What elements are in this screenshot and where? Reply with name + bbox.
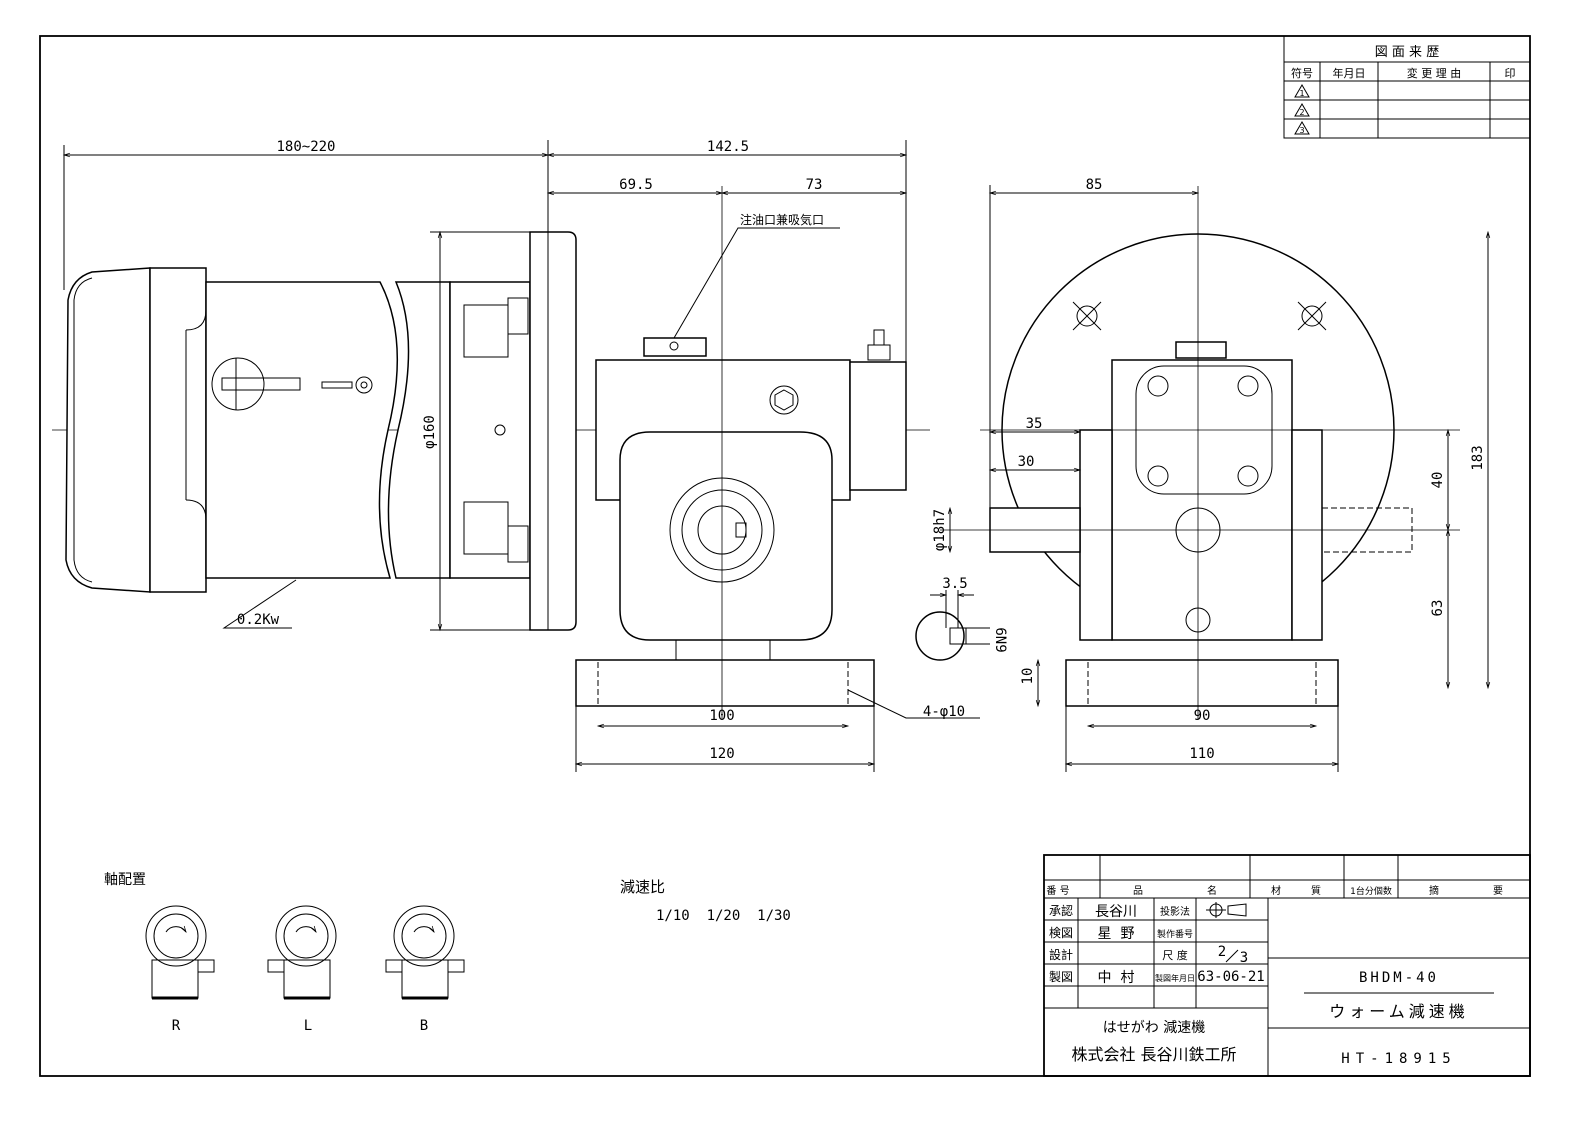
col-qty: 1台分個数 — [1350, 885, 1392, 897]
svg-text:3: 3 — [1299, 126, 1304, 135]
dim-right-half: 73 — [806, 177, 823, 193]
dim-base-outer: 120 — [709, 746, 734, 762]
title-block: 番 号 品 名 材 質 1台分個数 摘 要 承認 長谷川 投影法 検図 星 野 … — [1043, 854, 1531, 1077]
terminal-bar — [221, 377, 301, 391]
brand-name: はせがわ 減速機 — [1103, 1019, 1205, 1036]
company-name: 株式会社 長谷川鉄工所 — [1071, 1045, 1236, 1064]
draft-label: 製図 — [1049, 970, 1073, 984]
sheet-border — [39, 35, 1531, 1077]
approve-label: 承認 — [1049, 903, 1073, 918]
oil-port-note: 注油口兼吸気口 — [740, 212, 824, 227]
approve-name: 長谷川 — [1095, 904, 1137, 920]
design-label: 設計 — [1049, 947, 1073, 962]
rev-header-date: 年月日 — [1333, 66, 1366, 80]
arrangement-label-b: B — [420, 1018, 428, 1034]
model-number: BHDM-40 — [1359, 970, 1439, 986]
front-base — [575, 659, 875, 707]
col-remark-2: 要 — [1493, 885, 1503, 897]
product-name: ウォーム減速機 — [1329, 1002, 1469, 1021]
motor-body — [205, 281, 398, 579]
keyway-detail: 3.5 6N9 — [915, 576, 1008, 661]
dim-height-183: 183 — [1470, 445, 1486, 470]
shaft-arrangement: 軸配置 R L B — [104, 872, 465, 1034]
revision-triangle-1 — [1294, 84, 1310, 98]
side-view — [940, 186, 1460, 720]
col-remark: 摘 — [1429, 884, 1439, 897]
flange-hole-left — [1076, 305, 1098, 327]
arrangement-label-l: L — [304, 1018, 312, 1034]
power-note: 0.2Kw — [237, 612, 280, 628]
draft-name: 中 村 — [1098, 970, 1135, 986]
col-quality: 質 — [1311, 884, 1321, 897]
dim-motor-length: 180~220 — [276, 139, 335, 155]
scale-num: 2 — [1218, 944, 1226, 960]
ratio-values: 1/10 1/20 1/30 — [656, 908, 791, 924]
date-label: 製図年月日 — [1155, 973, 1195, 983]
col-number: 番 号 — [1046, 885, 1069, 897]
adapter-housing — [449, 281, 531, 579]
revision-title: 図 面 来 歴 — [1375, 45, 1439, 60]
ratio-title: 減速比 — [620, 878, 665, 896]
projection-symbol-icon — [1206, 902, 1247, 918]
side-oil-plug — [1175, 341, 1227, 359]
scale-den: 3 — [1240, 950, 1248, 966]
dim-side-base-inner: 90 — [1194, 708, 1211, 724]
motor-body-right — [387, 281, 451, 579]
scale-label: 尺 度 — [1162, 948, 1188, 962]
vent-plug — [769, 385, 799, 415]
arrangement-L — [267, 905, 337, 1000]
rev-header-reason: 変 更 理 由 — [1407, 66, 1462, 80]
prod-no-label: 製作番号 — [1157, 928, 1193, 940]
revision-triangle-3 — [1294, 121, 1310, 135]
dim-side-top: 85 — [1086, 177, 1103, 193]
arrangement-B — [385, 905, 465, 1000]
motor-end-cap — [65, 267, 151, 593]
check-name: 星 野 — [1098, 926, 1135, 942]
oil-plug — [643, 337, 707, 357]
col-product: 品 — [1133, 885, 1143, 897]
gearbox-output-boss — [849, 361, 907, 491]
revision-triangle-2 — [1294, 103, 1310, 117]
dim-left-half: 69.5 — [619, 177, 653, 193]
revision-table: 図 面 来 歴 符号 年月日 変 更 理 由 印 1 2 3 — [1283, 35, 1531, 139]
dim-holes: 4-φ10 — [923, 704, 965, 720]
check-label: 検図 — [1049, 926, 1073, 940]
dim-height-63: 63 — [1430, 600, 1446, 617]
col-name: 名 — [1207, 884, 1217, 897]
rev-header-seal: 印 — [1505, 67, 1516, 80]
side-base — [1065, 659, 1339, 707]
dimension-lines — [62, 140, 1491, 772]
key-width-label: 3.5 — [942, 576, 967, 592]
shaft-arrangement-title: 軸配置 — [104, 872, 146, 888]
flange-hole-right — [1301, 305, 1323, 327]
motor-end-ring — [149, 267, 207, 593]
dim-side-30: 30 — [1018, 454, 1035, 470]
svg-text:2: 2 — [1299, 108, 1304, 117]
side-housing — [1111, 359, 1293, 641]
projection-label: 投影法 — [1160, 905, 1190, 918]
grease-nipple — [867, 344, 891, 361]
dim-base-inner: 100 — [709, 708, 734, 724]
drawing-number: HT-18915 — [1341, 1051, 1456, 1067]
dim-height-40: 40 — [1430, 472, 1446, 489]
front-view — [52, 186, 930, 720]
dim-side-35: 35 — [1026, 416, 1043, 432]
dim-side-base-outer: 110 — [1189, 746, 1214, 762]
dim-base-thk: 10 — [1020, 668, 1036, 685]
date-value: 63-06-21 — [1197, 969, 1264, 985]
arrangement-label-r: R — [172, 1018, 181, 1034]
svg-text:1: 1 — [1299, 89, 1304, 98]
col-material: 材 — [1271, 884, 1281, 897]
dim-overall: 142.5 — [707, 139, 749, 155]
arrangement-R — [145, 905, 215, 1000]
keyway-label: 6N9 — [992, 627, 1008, 652]
rev-header-mark: 符号 — [1291, 67, 1313, 80]
motor-flange — [529, 231, 577, 631]
dim-flange-dia: φ160 — [422, 415, 438, 449]
dim-shaft-dia: φ18h7 — [932, 509, 948, 551]
terminal-cover — [211, 357, 265, 411]
gearbox-housing — [619, 431, 833, 641]
